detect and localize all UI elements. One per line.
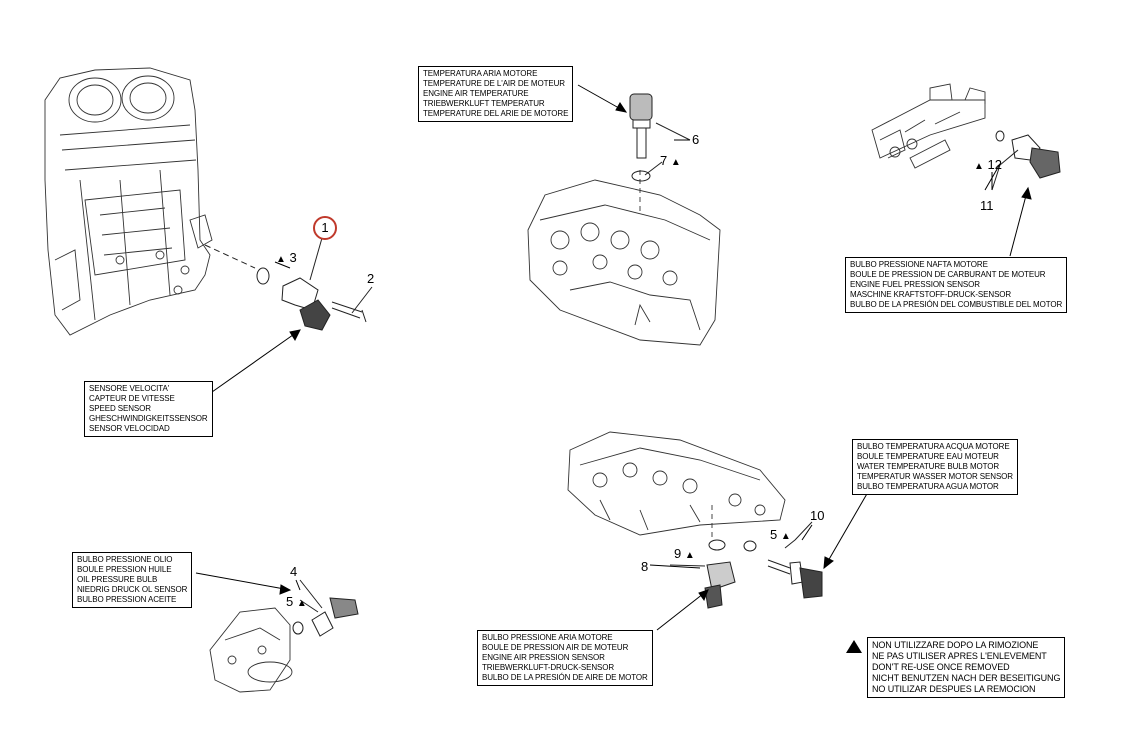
callout-1-number: 1 (321, 220, 329, 235)
air-temp-label-it: TEMPERATURA ARIA MOTORE (423, 69, 538, 78)
fuel-pressure-label-es: BULBO DE LA PRESIÓN DEL COMBUSTIBLE DEL … (850, 300, 1063, 309)
fuel-pressure-label-en: ENGINE FUEL PRESSION SENSOR (850, 280, 980, 289)
water-temp-label-it: BULBO TEMPERATURA ACQUA MOTORE (857, 442, 1010, 451)
fuel-pressure-label-it: BULBO PRESSIONE NAFTA MOTORE (850, 260, 988, 269)
oil-pressure-label-es: BULBO PRESSION ACEITE (77, 595, 177, 604)
water-temp-sensor-drawing (743, 521, 823, 599)
air-temp-label-en: ENGINE AIR TEMPERATURE (423, 89, 529, 98)
water-temp-label-de: TEMPERATUR WASSER MOTOR SENSOR (857, 472, 1013, 481)
arrow-watertemp (823, 491, 869, 570)
fuel-pressure-sensor-drawing (991, 130, 1061, 191)
callout-8-number: 8 (641, 559, 649, 574)
air-pressure-sensor-drawing (669, 539, 736, 609)
warning-note: NON UTILIZZARE DOPO LA RIMOZIONE NE PAS … (867, 637, 1066, 698)
arrow-oil (195, 572, 292, 595)
callout-9-number: 9 (674, 546, 682, 561)
speed-sensor-drawing (204, 237, 373, 331)
fuel-pressure-label-de: MASCHINE KRAFTSTOFF-DRUCK-SENSOR (850, 290, 1012, 299)
air-temp-label-fr: TEMPERATURE DE L'AIR DE MOTEUR (423, 79, 565, 88)
air-temp-label[interactable]: TEMPERATURA ARIA MOTORE TEMPERATURE DE L… (418, 66, 574, 122)
air-pressure-label-fr: BOULE DE PRESSION AIR DE MOTEUR (482, 643, 629, 652)
air-temp-label-de: TRIEBWERKLUFT TEMPERATUR (423, 99, 545, 108)
speed-sensor-label[interactable]: SENSORE VELOCITA' CAPTEUR DE VITESSE SPE… (84, 381, 213, 437)
warning-note-en: DON'T RE-USE ONCE REMOVED (872, 662, 1010, 672)
callout-leaders (295, 139, 1001, 591)
callout-5-right[interactable]: 5 ▲ (770, 528, 791, 544)
speed-sensor-label-de: GHESCHWINDIGKEITSSENSOR (89, 414, 208, 423)
callout-11-number: 11 (980, 198, 994, 213)
callout-6[interactable]: 6 (692, 133, 699, 147)
oil-pressure-sensor-drawing (292, 579, 359, 637)
callout-12[interactable]: ▲ 12 (974, 158, 1002, 174)
warning-note-es: NO UTILIZAR DESPUES LA REMOCION (872, 684, 1036, 694)
oil-pressure-label-en: OIL PRESSURE BULB (77, 575, 158, 584)
triangle-icon: ▲ (670, 157, 681, 168)
callout-1-highlighted[interactable]: 1 (313, 216, 337, 240)
callout-4-number: 4 (290, 564, 298, 579)
triangle-icon: ▲ (974, 161, 984, 172)
engine-block-drawing (44, 67, 213, 336)
callout-11[interactable]: 11 (980, 199, 994, 213)
callout-7[interactable]: 7 ▲ (660, 154, 681, 170)
water-temp-label-en: WATER TEMPERATURE BULB MOTOR (857, 462, 1000, 471)
fuel-pressure-label[interactable]: BULBO PRESSIONE NAFTA MOTORE BOULE DE PR… (845, 257, 1068, 313)
callout-4[interactable]: 4 (290, 565, 297, 579)
air-pressure-label-es: BULBO DE LA PRESIÓN DE AIRE DE MOTOR (482, 673, 648, 682)
air-pressure-label-it: BULBO PRESSIONE ARIA MOTORE (482, 633, 613, 642)
air-temp-sensor-drawing (629, 93, 691, 182)
warning-note-fr: NE PAS UTILISER APRES L'ENLEVEMENT (872, 651, 1047, 661)
warning-note-de: NICHT BENUTZEN NACH DER BESEITIGUNG (872, 673, 1061, 683)
callout-5-left[interactable]: 5 ▲ (286, 595, 307, 611)
callout-10-number: 10 (810, 508, 825, 523)
speed-sensor-label-es: SENSOR VELOCIDAD (89, 424, 170, 433)
callout-3[interactable]: ▲ 3 (276, 251, 297, 267)
callout-12-number: 12 (987, 157, 1002, 172)
speed-sensor-label-fr: CAPTEUR DE VITESSE (89, 394, 175, 403)
callout-6-number: 6 (692, 132, 700, 147)
water-temp-label[interactable]: BULBO TEMPERATURA ACQUA MOTORE BOULE TEM… (852, 439, 1018, 495)
callout-5-left-number: 5 (286, 594, 294, 609)
callout-10[interactable]: 10 (810, 509, 824, 523)
warning-note-it: NON UTILIZZARE DOPO LA RIMOZIONE (872, 640, 1039, 650)
callout-9[interactable]: 9 ▲ (674, 547, 695, 563)
oil-pressure-label-it: BULBO PRESSIONE OLIO (77, 555, 173, 564)
triangle-icon: ▲ (684, 550, 695, 561)
air-pressure-label-de: TRIEBWERKLUFT-DRUCK-SENSOR (482, 663, 615, 672)
arrow-speed (211, 329, 301, 393)
oil-pressure-label-fr: BOULE PRESSION HUILE (77, 565, 172, 574)
triangle-icon: ▲ (296, 598, 307, 609)
callout-8[interactable]: 8 (641, 560, 648, 574)
oil-pressure-label[interactable]: BULBO PRESSIONE OLIO BOULE PRESSION HUIL… (72, 552, 193, 608)
speed-sensor-label-it: SENSORE VELOCITA' (89, 384, 170, 393)
warning-triangle-icon (846, 640, 862, 653)
triangle-icon: ▲ (276, 254, 286, 265)
air-temp-label-es: TEMPERATURE DEL ARIE DE MOTORE (423, 109, 569, 118)
engine-head-drawing-bottom (567, 431, 786, 540)
speed-sensor-label-en: SPEED SENSOR (89, 404, 151, 413)
arrow-airtemp (577, 84, 628, 113)
callout-2-number: 2 (367, 271, 375, 286)
fuel-rail-drawing (871, 83, 986, 169)
callout-5-right-number: 5 (770, 527, 778, 542)
air-pressure-label-en: ENGINE AIR PRESSION SENSOR (482, 653, 605, 662)
water-temp-label-es: BULBO TEMPERATURA AGUA MOTOR (857, 482, 999, 491)
oil-pressure-label-de: NIEDRIG DRUCK OL SENSOR (77, 585, 188, 594)
arrow-fuel (1009, 186, 1032, 257)
fuel-pressure-label-fr: BOULE DE PRESSION DE CARBURANT DE MOTEUR (850, 270, 1046, 279)
arrow-airpressure (656, 589, 709, 631)
triangle-icon: ▲ (780, 531, 791, 542)
oil-pump-drawing (209, 607, 293, 693)
air-pressure-label[interactable]: BULBO PRESSIONE ARIA MOTORE BOULE DE PRE… (477, 630, 653, 686)
callout-3-number: 3 (289, 250, 297, 265)
callout-7-number: 7 (660, 153, 668, 168)
callout-2[interactable]: 2 (367, 272, 374, 286)
cylinder-head-drawing (527, 170, 721, 346)
water-temp-label-fr: BOULE TEMPERATURE EAU MOTEUR (857, 452, 999, 461)
